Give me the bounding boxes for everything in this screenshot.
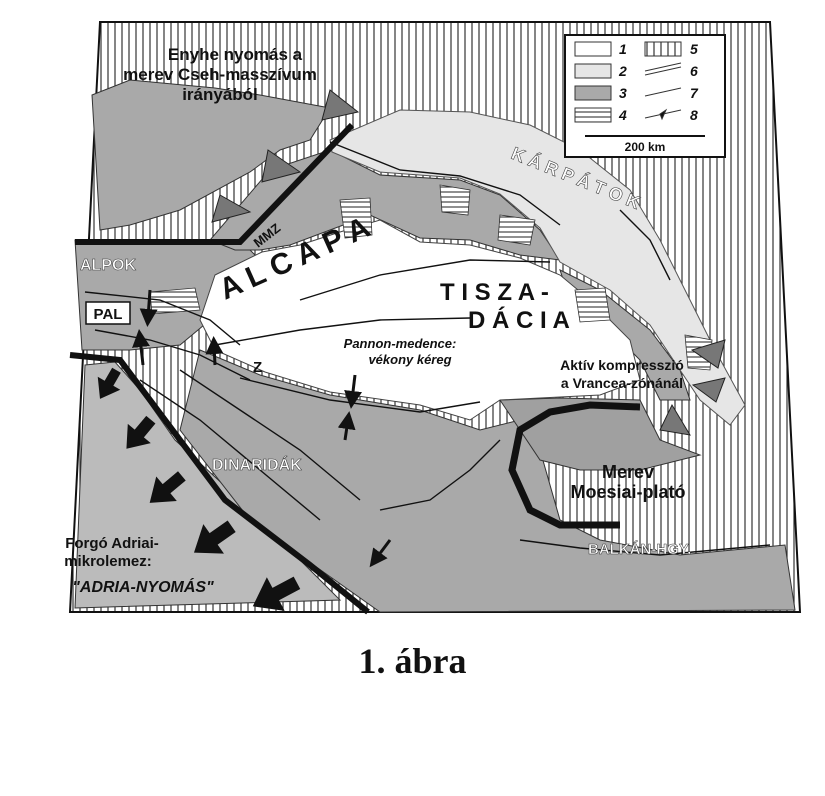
label-dinaridak: DINARIDÁK xyxy=(212,455,302,474)
label-pal: PAL xyxy=(94,306,123,323)
label-tisza: T I S Z A - xyxy=(440,279,549,306)
label-pannon-2: vékony kéreg xyxy=(368,352,451,367)
arrow-bohemian-2 xyxy=(261,149,302,183)
label-adria-2: mikrolemez: xyxy=(64,553,152,570)
legend-2: 2 xyxy=(618,63,627,79)
legend-5: 5 xyxy=(690,41,698,57)
compression-arrows xyxy=(211,89,726,436)
legend-scale: 200 km xyxy=(625,140,666,154)
label-vrancea-2: a Vrancea-zónánál xyxy=(561,375,683,391)
tectonic-map: 1 2 3 4 5 6 7 8 200 km Enyhe nyomás a me… xyxy=(64,21,802,615)
plate-boundaries xyxy=(69,122,641,615)
arrow-bohemian-1 xyxy=(321,89,360,121)
label-north-note-3: irányából xyxy=(182,85,258,104)
legend-1: 1 xyxy=(619,41,627,57)
label-z: Z xyxy=(253,359,262,376)
adria-push-arrows xyxy=(97,367,301,611)
label-balkan: BALKÁN-HGY. xyxy=(588,541,691,558)
label-north-note-1: Enyhe nyomás a xyxy=(168,45,303,64)
legend-3: 3 xyxy=(619,85,627,101)
legend-6: 6 xyxy=(690,63,698,79)
label-north-note-2: merev Cseh-masszívum xyxy=(123,65,317,84)
legend-4: 4 xyxy=(618,107,627,123)
arrow-bohemian-3 xyxy=(211,194,252,223)
arrow-vrancea-1 xyxy=(690,339,726,369)
flysch-patches xyxy=(149,184,713,371)
label-adria-push: "ADRIA-NYOMÁS" xyxy=(72,577,214,596)
fault-lines xyxy=(84,141,771,556)
stress-arrows xyxy=(132,289,392,568)
legend-8: 8 xyxy=(690,107,698,123)
legend: 1 2 3 4 5 6 7 8 200 km xyxy=(564,34,726,158)
arrow-vrancea-3 xyxy=(659,403,691,436)
legend-7: 7 xyxy=(690,85,699,101)
figure-caption: 1. ábra xyxy=(358,641,467,681)
label-vrancea-1: Aktív kompresszió xyxy=(560,357,684,373)
label-moesia-1: Merev xyxy=(602,462,654,482)
label-moesia-2: Moesiai-plató xyxy=(570,482,685,502)
legend-swatches xyxy=(574,41,682,123)
label-dacia: D Á C I A xyxy=(468,306,570,334)
light-belt xyxy=(329,109,746,426)
label-pannon-1: Pannon-medence: xyxy=(344,336,457,351)
arrow-vrancea-2 xyxy=(691,377,726,403)
label-alpok: ALPOK xyxy=(80,257,136,274)
label-adria-1: Forgó Adriai- xyxy=(65,535,159,552)
